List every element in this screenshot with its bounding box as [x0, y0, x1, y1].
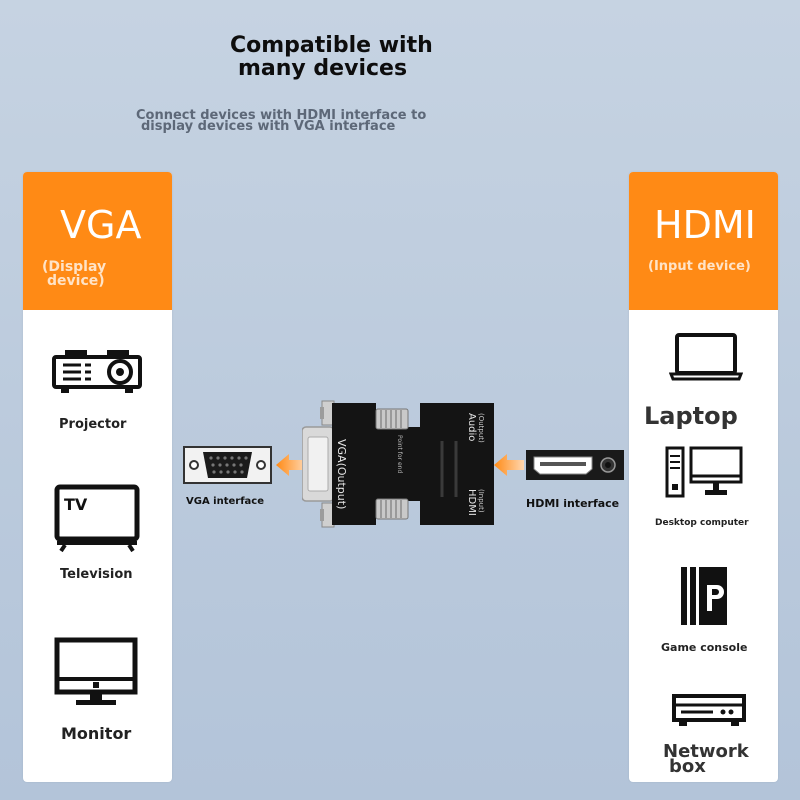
vga-panel-header: VGA (Display device) — [23, 172, 172, 310]
subheadline-line1: Connect devices with HDMI interface to — [136, 108, 427, 123]
adapter-hdmi-text: HDMI — [466, 489, 477, 516]
svg-text:TV: TV — [64, 495, 88, 514]
hdmi-panel-title: HDMI — [654, 203, 756, 247]
headline: Compatible with many devices — [230, 34, 510, 80]
vga-panel: VGA (Display device) Projector TV Televi… — [23, 172, 172, 782]
desktop-computer-icon — [665, 446, 743, 498]
network-box-label-line1: Network — [663, 741, 749, 762]
tv-icon: TV — [54, 484, 140, 553]
laptop-label: Laptop — [644, 402, 738, 430]
subheadline: Connect devices with HDMI interface to d… — [136, 108, 476, 134]
hdmi-to-vga-adapter: VGA(Output) Point for end Audio (Output)… — [302, 400, 494, 528]
vga-port-icon — [183, 446, 272, 484]
vga-panel-subtitle-line2: device) — [47, 273, 105, 289]
adapter-audio-sub: (Output) — [477, 413, 485, 443]
vga-panel-subtitle: (Display device) — [42, 260, 106, 288]
headline-line1: Compatible with — [230, 33, 433, 58]
arrow-left-icon — [276, 454, 306, 476]
adapter-hdmi-sub: (Input) — [477, 489, 485, 513]
vga-panel-subtitle-line1: (Display — [42, 259, 107, 275]
hdmi-port-icon — [526, 450, 624, 480]
vga-interface-caption: VGA interface — [186, 496, 265, 507]
desktop-computer-label: Desktop computer — [655, 518, 749, 528]
hdmi-panel-header: HDMI (Input device) — [629, 172, 778, 310]
network-box-label-line2: box — [669, 756, 706, 777]
arrow-from-hdmi-icon — [494, 454, 524, 476]
headline-line2: many devices — [238, 56, 408, 81]
vga-panel-title: VGA — [60, 203, 142, 247]
game-console-label: Game console — [661, 641, 748, 654]
network-box-label: Network box — [663, 741, 749, 777]
hdmi-interface-caption: HDMI interface — [526, 497, 620, 510]
hdmi-panel: HDMI (Input device) Laptop Desktop compu… — [629, 172, 778, 782]
subheadline-line2: display devices with VGA interface — [141, 119, 396, 134]
projector-icon — [52, 350, 142, 393]
laptop-icon — [669, 333, 743, 381]
adapter-vga-text: VGA(Output) — [335, 439, 348, 509]
game-console-icon — [681, 567, 727, 625]
monitor-label: Monitor — [61, 724, 132, 743]
hdmi-panel-subtitle: (Input device) — [648, 259, 751, 274]
network-box-icon — [672, 694, 746, 726]
projector-label: Projector — [59, 417, 127, 432]
adapter-audio-text: Audio — [466, 413, 477, 441]
monitor-icon — [54, 637, 138, 705]
television-label: Television — [60, 567, 133, 582]
adapter-small-text: Point for end — [396, 435, 403, 473]
